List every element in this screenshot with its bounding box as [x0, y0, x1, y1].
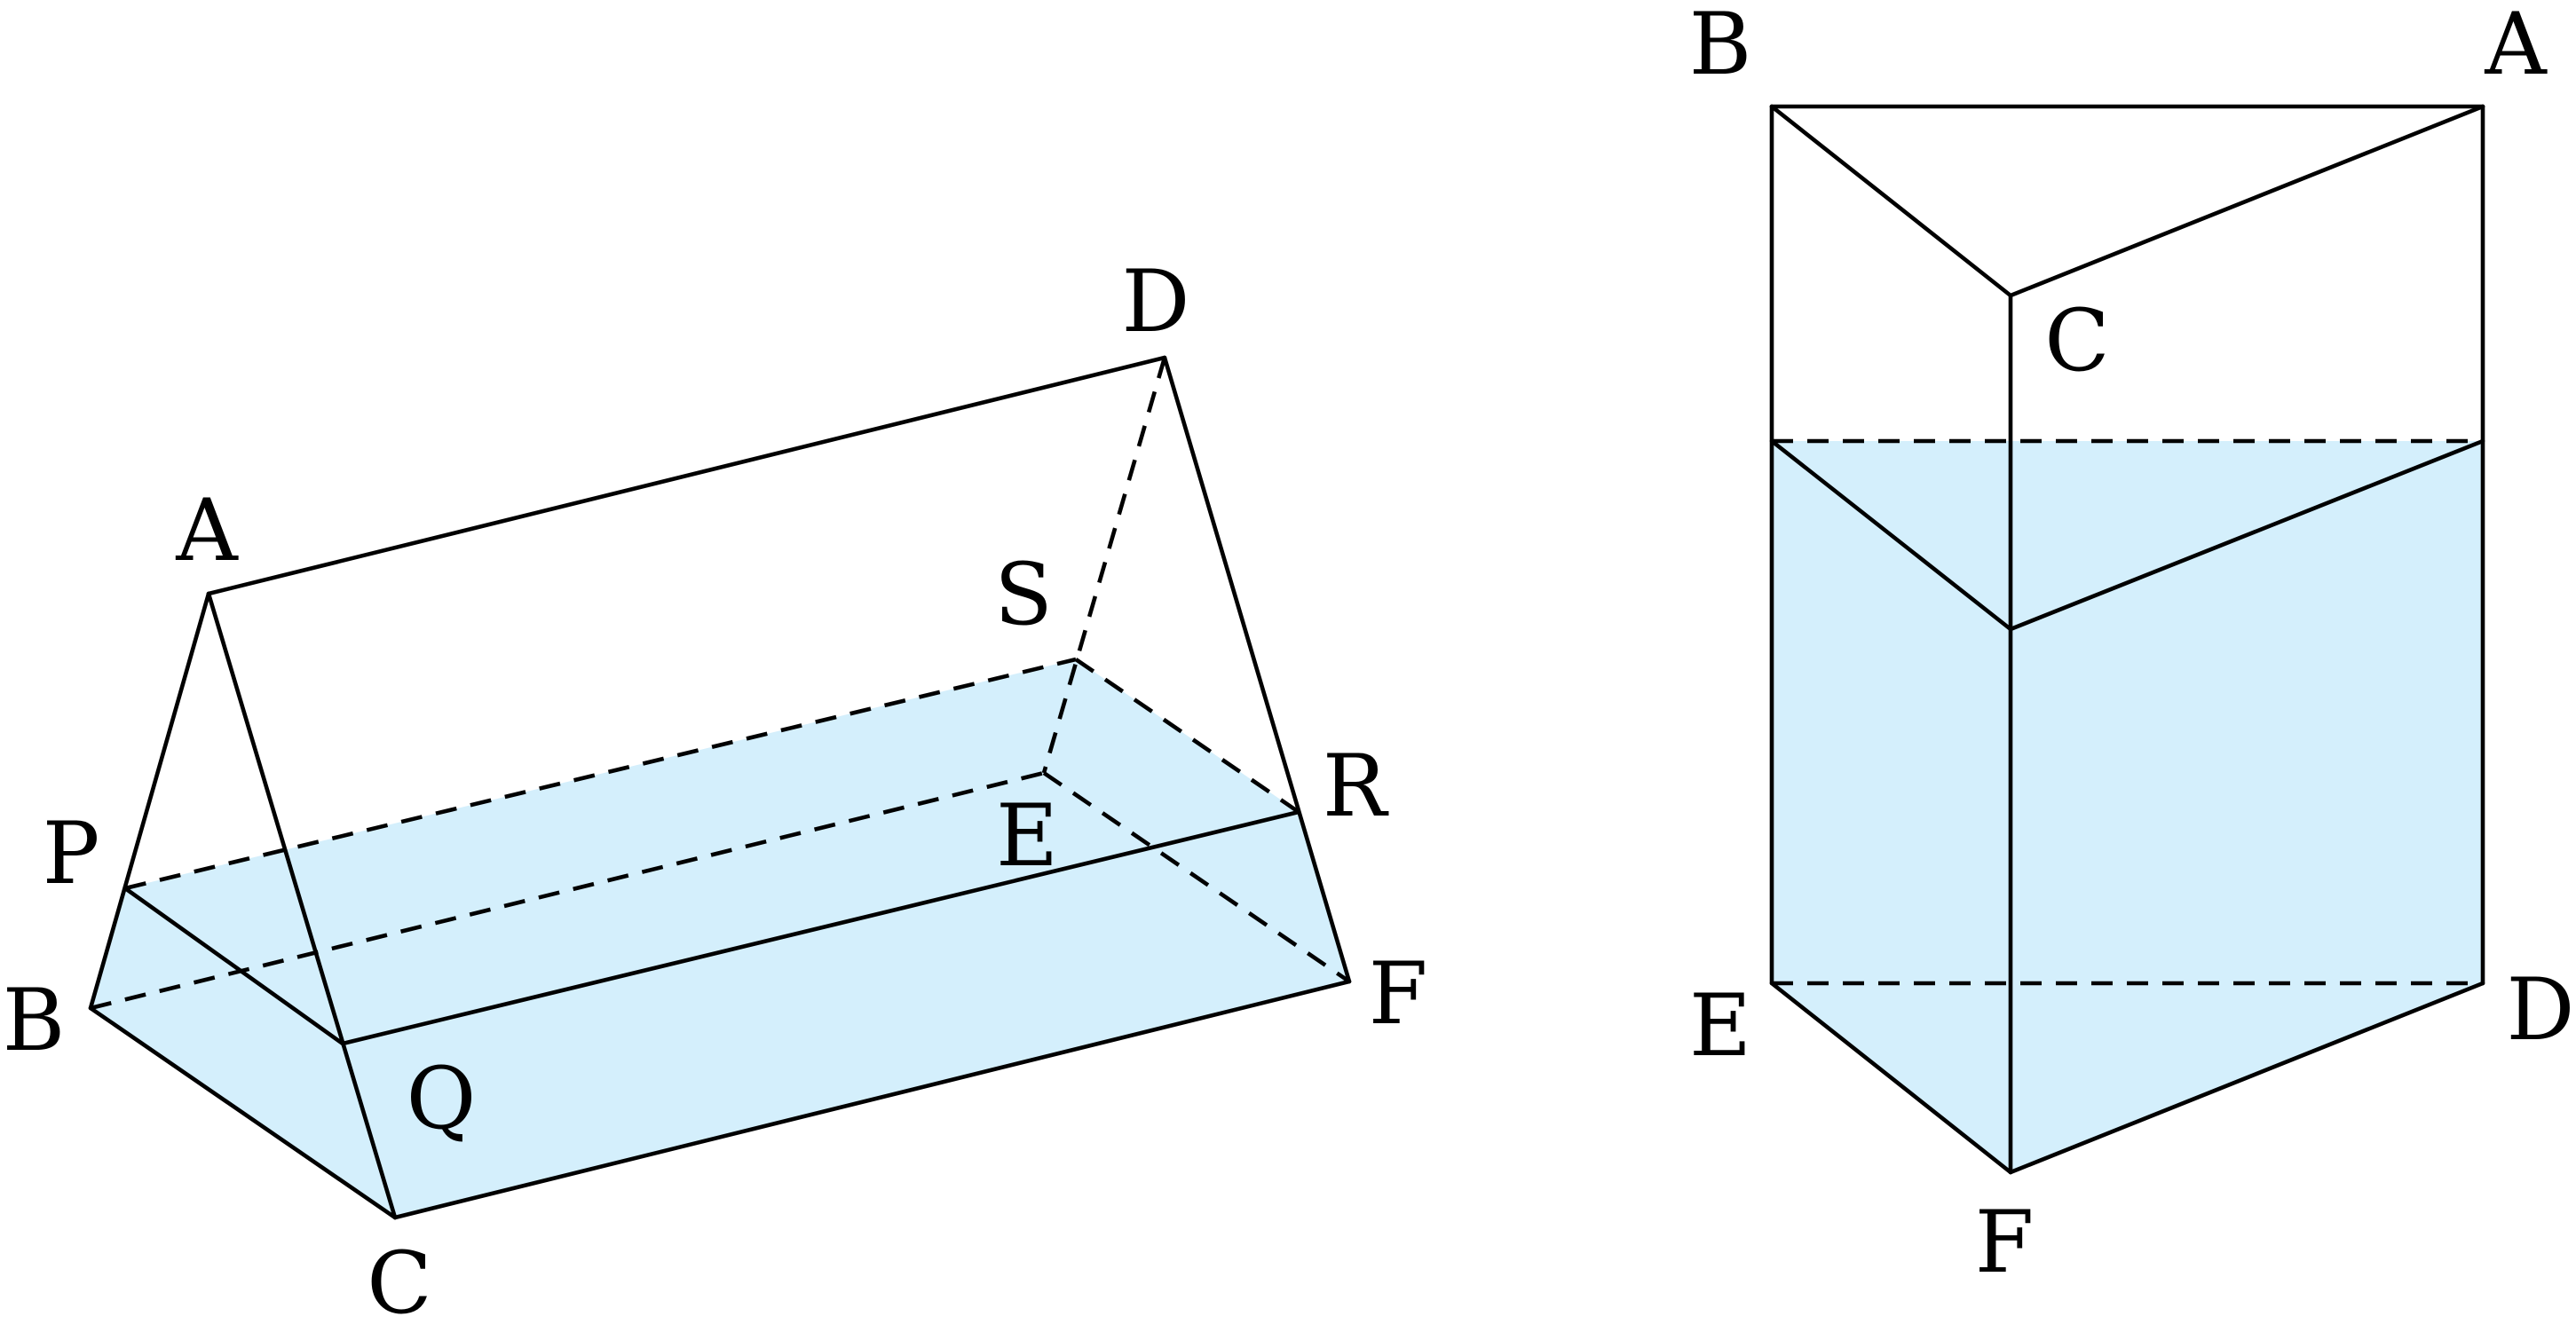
- left-edge-P-Q: [122, 886, 345, 1046]
- left-label-S: S: [994, 545, 1053, 644]
- left-label-A: A: [175, 481, 239, 580]
- left-edge-B-E: [90, 770, 1045, 1011]
- right-waterline-right: [2008, 438, 2485, 632]
- left-edge-Q-R: [340, 809, 1301, 1046]
- left-edge-B-C: [88, 1005, 398, 1220]
- right-label-C: C: [2044, 291, 2109, 390]
- right-edge-B-C: [1769, 104, 2013, 298]
- right-label-E: E: [1689, 976, 1751, 1076]
- left-edge-A-C: [206, 591, 398, 1220]
- left-edge-S-R: [1074, 658, 1300, 814]
- right-water-region: [1772, 441, 2483, 1172]
- left-label-Q: Q: [407, 1049, 477, 1148]
- left-edge-E-F: [1042, 771, 1351, 983]
- left-edge-A-B: [88, 591, 211, 1011]
- right-waterline-left: [1769, 438, 2013, 632]
- left-label-P: P: [43, 804, 100, 903]
- right-edge-C-A: [2008, 104, 2485, 298]
- left-water-region: [91, 659, 1349, 1218]
- left-label-B: B: [3, 971, 66, 1070]
- left-edge-D-E: [1041, 357, 1167, 774]
- right-label-D: D: [2507, 960, 2575, 1060]
- right-prism: B A C E D F: [1689, 0, 2575, 1292]
- right-edge-E-F: [1769, 981, 2013, 1175]
- right-edge-F-D: [2008, 981, 2485, 1175]
- right-label-A: A: [2484, 0, 2548, 94]
- left-prism: A B C D E F P Q R S: [3, 252, 1428, 1333]
- left-edge-A-D: [206, 355, 1167, 596]
- left-edge-D-F: [1162, 355, 1352, 984]
- left-label-R: R: [1323, 737, 1389, 836]
- right-label-F: F: [1975, 1193, 2035, 1292]
- left-label-F: F: [1369, 944, 1428, 1044]
- left-label-E: E: [996, 786, 1058, 886]
- right-label-B: B: [1689, 0, 1752, 94]
- left-label-C: C: [367, 1234, 431, 1333]
- left-edge-C-F: [392, 979, 1352, 1220]
- left-label-D: D: [1122, 252, 1190, 351]
